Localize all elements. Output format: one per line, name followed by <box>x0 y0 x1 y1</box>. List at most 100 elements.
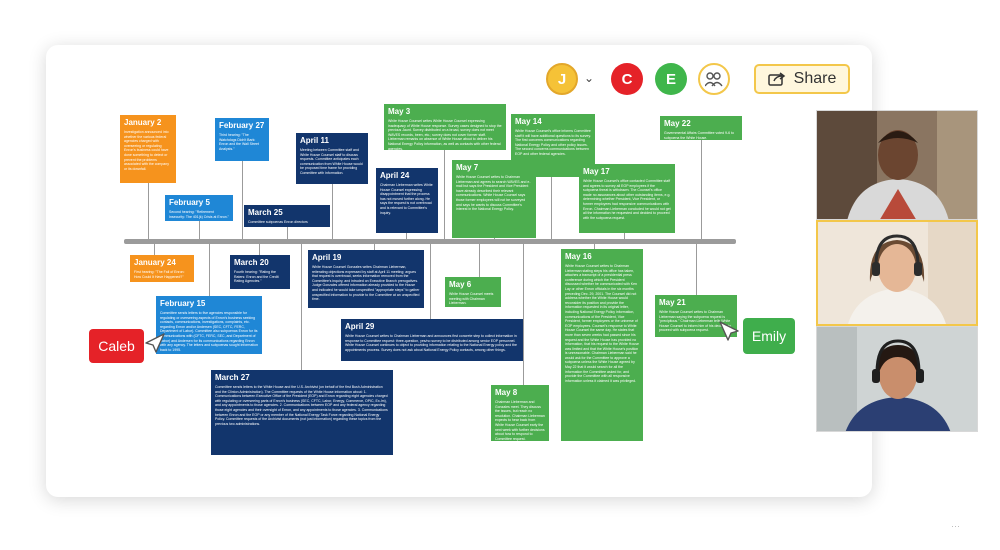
event-connector <box>523 241 524 385</box>
cursor-name: Caleb <box>98 338 135 354</box>
event-connector <box>696 241 697 295</box>
event-description: First hearing: "The Fall of Enron: How C… <box>134 270 185 279</box>
cursor-emily-icon <box>719 321 739 341</box>
cursor-label-caleb: Caleb <box>89 329 144 363</box>
timeline-event-card[interactable]: May 22 Governmental Affairs Committee vot… <box>660 116 742 140</box>
event-description: Fourth hearing: "Rating the Raters: Enro… <box>234 270 279 284</box>
event-connector <box>374 241 375 250</box>
avatar-letter: C <box>621 70 633 88</box>
event-connector <box>551 177 552 241</box>
event-connector <box>154 241 155 255</box>
timeline-event-card[interactable]: March 25 Committee subpoenas Enron direct… <box>244 205 330 227</box>
event-connector <box>701 140 702 241</box>
avatar-e[interactable]: E <box>655 63 687 95</box>
timeline-event-card[interactable]: February 15 Committee sends letters to fi… <box>156 296 262 354</box>
event-date: March 20 <box>234 258 269 267</box>
timeline-event-card[interactable]: May 7 White House Counsel writes to Chair… <box>452 160 536 238</box>
event-connector <box>287 227 288 241</box>
chevron-down-icon[interactable]: ⌄ <box>584 71 595 85</box>
collaborators-icon[interactable] <box>698 63 730 95</box>
timeline-event-card[interactable]: May 16 White House Counsel writes to Chai… <box>561 249 643 441</box>
avatar-c[interactable]: C <box>611 63 643 95</box>
event-description: Chairman Lieberman writes White House Co… <box>380 183 433 215</box>
timeline-event-card[interactable]: March 27 Committee sends letters to the W… <box>211 370 393 455</box>
event-date: May 21 <box>659 298 686 307</box>
event-date: March 27 <box>215 373 250 382</box>
timeline-event-card[interactable]: May 17 White House Counsel's office conta… <box>579 164 675 233</box>
share-label: Share <box>793 70 837 87</box>
timeline-event-card[interactable]: May 8 Chairman Lieberman and Gonzales mee… <box>491 385 549 441</box>
event-date: January 24 <box>134 258 176 267</box>
event-date: May 17 <box>583 167 610 176</box>
timeline-event-card[interactable]: May 6 White House Counsel meets meeting w… <box>445 277 501 307</box>
event-connector <box>148 183 149 241</box>
cursor-caleb-icon <box>145 333 165 353</box>
event-description: Investigation announced into whether the… <box>124 130 169 171</box>
video-tile-participant-2[interactable] <box>816 220 978 326</box>
timeline-event-card[interactable]: March 20 Fourth hearing: "Rating the Rate… <box>230 255 290 289</box>
cursor-label-emily: Emily <box>743 318 795 354</box>
video-tile-participant-3[interactable] <box>816 326 978 432</box>
event-date: May 3 <box>388 107 411 116</box>
event-description: White House Counsel Gonzales writes Chai… <box>312 265 420 302</box>
event-connector <box>624 233 625 241</box>
event-description: White House Counsel's office contacted C… <box>583 179 671 220</box>
event-description: White House Counsel writes to Chairman L… <box>659 310 732 333</box>
event-connector <box>332 184 333 241</box>
timeline-event-card[interactable]: January 2 Investigation announced into wh… <box>120 115 176 183</box>
people-icon <box>705 72 723 87</box>
event-date: May 22 <box>664 119 691 128</box>
event-connector <box>301 241 302 370</box>
event-date: March 25 <box>248 208 283 217</box>
event-date: February 27 <box>219 121 265 130</box>
event-connector <box>594 241 595 249</box>
event-connector <box>479 241 480 277</box>
event-description: White House Counsel writes to Chairman L… <box>456 175 531 212</box>
avatar-j[interactable]: J <box>546 63 578 95</box>
event-description: White House Counsel writes White House C… <box>388 119 502 150</box>
resize-handle-icon[interactable]: ⋯ <box>951 521 960 531</box>
timeline-event-card[interactable]: January 24 First hearing: "The Fall of En… <box>130 255 194 282</box>
event-date: April 24 <box>380 171 410 180</box>
event-connector <box>199 221 200 241</box>
participant-video-icon <box>818 222 976 324</box>
timeline-whiteboard: J ⌄ C E Share January 2 Investigation ann… <box>46 45 872 497</box>
timeline-event-card[interactable]: April 19 White House Counsel Gonzales wri… <box>308 250 424 308</box>
event-date: February 15 <box>160 299 206 308</box>
event-description: Chairman Lieberman and Gonzales meet. Th… <box>495 400 545 441</box>
event-connector <box>259 241 260 255</box>
event-description: White House Counsel meets meeting with C… <box>449 292 494 306</box>
event-connector <box>242 161 243 241</box>
timeline-event-card[interactable]: April 11 Meeting between Committee staff … <box>296 133 368 184</box>
event-date: April 19 <box>312 253 342 262</box>
avatar-letter: E <box>665 70 676 88</box>
participant-video-icon <box>817 327 977 431</box>
event-date: January 2 <box>124 118 162 127</box>
event-connector <box>444 150 445 241</box>
event-description: White House Counsel writes to Chairman L… <box>565 264 639 383</box>
event-date: May 6 <box>449 280 472 289</box>
event-connector <box>430 241 431 319</box>
event-description: Committee sends letters to the White Hou… <box>215 385 388 426</box>
event-date: May 7 <box>456 163 479 172</box>
event-date: April 11 <box>300 136 329 145</box>
timeline-event-card[interactable]: April 24 Chairman Lieberman writes White … <box>376 168 438 233</box>
participant-video-icon <box>817 111 977 219</box>
share-button[interactable]: Share <box>754 64 850 94</box>
event-connector <box>406 233 407 241</box>
event-description: Committee sends letters to five agencies… <box>160 311 258 352</box>
event-description: Governmental Affairs Committee voted 9-6… <box>664 131 734 140</box>
event-connector <box>209 241 210 296</box>
timeline-event-card[interactable]: May 3 White House Counsel writes White Ho… <box>384 104 506 150</box>
event-description: Meeting between Committee staff and Whit… <box>300 148 363 175</box>
event-date: May 16 <box>565 252 592 261</box>
event-date: May 14 <box>515 117 542 126</box>
avatar-letter: J <box>557 70 567 88</box>
event-date: May 8 <box>495 388 518 397</box>
event-description: White House Counsel's office informs Com… <box>515 129 591 156</box>
video-tile-participant-1[interactable] <box>816 110 978 220</box>
event-description: Committee subpoenas Enron directors <box>248 220 308 224</box>
